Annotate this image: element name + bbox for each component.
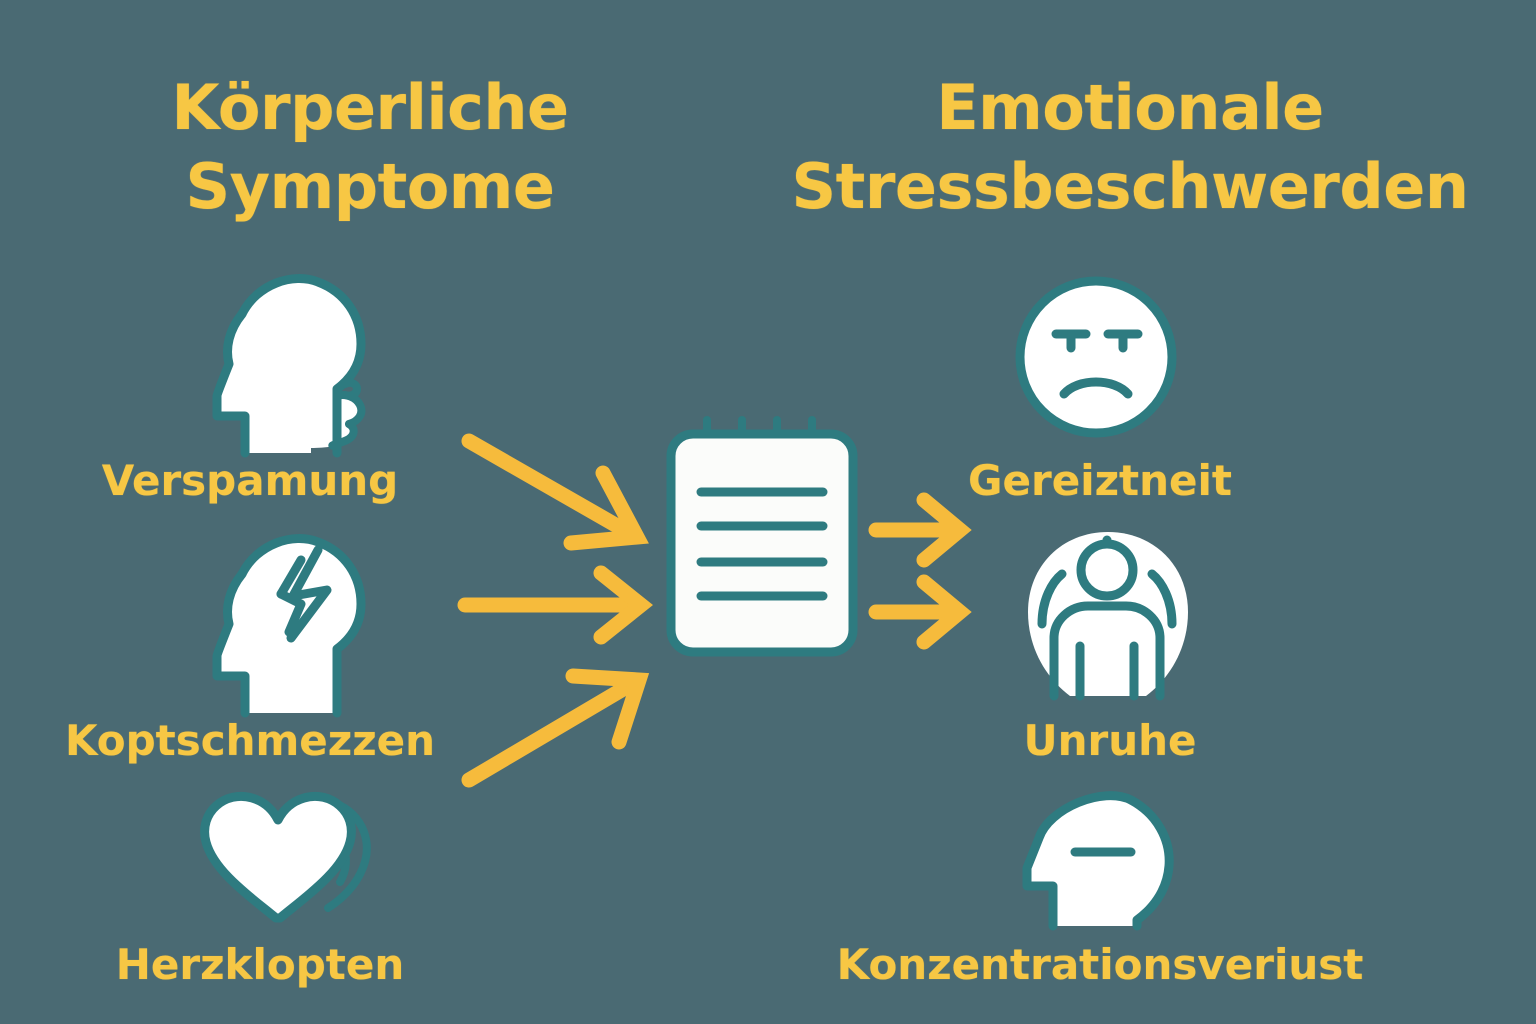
right-item-label-1: Unruhe xyxy=(1023,716,1197,765)
angry-face-icon xyxy=(1008,272,1188,447)
right-item-label-2: Konzentrationsveriust xyxy=(836,940,1364,989)
head-minus-icon xyxy=(1005,786,1195,931)
arrow-notepad-to-unruhe xyxy=(868,572,980,652)
left-item-label-0: Verspamung xyxy=(101,456,399,505)
right-item-label-0: Gereiztneit xyxy=(968,456,1232,505)
right-column-title: Emotionale Stressbeschwerden xyxy=(791,71,1469,224)
spiral-notepad-icon xyxy=(655,412,885,662)
left-item-label-2: Herzklopten xyxy=(115,940,405,989)
arrow-notepad-to-gereiztneit xyxy=(868,490,980,570)
head-profile-icon xyxy=(185,268,395,458)
heart-pulse-icon xyxy=(190,786,410,926)
restless-person-icon xyxy=(1018,528,1198,708)
left-item-label-1: Koptschmezzen xyxy=(64,716,436,765)
arrow-herzklopten-to-notepad xyxy=(455,660,670,795)
head-lightning-icon xyxy=(185,528,395,718)
arrow-verspamung-to-notepad xyxy=(455,425,670,560)
arrow-koptschmezzen-to-notepad xyxy=(455,565,670,645)
left-column-title: Körperliche Symptome xyxy=(171,71,569,224)
